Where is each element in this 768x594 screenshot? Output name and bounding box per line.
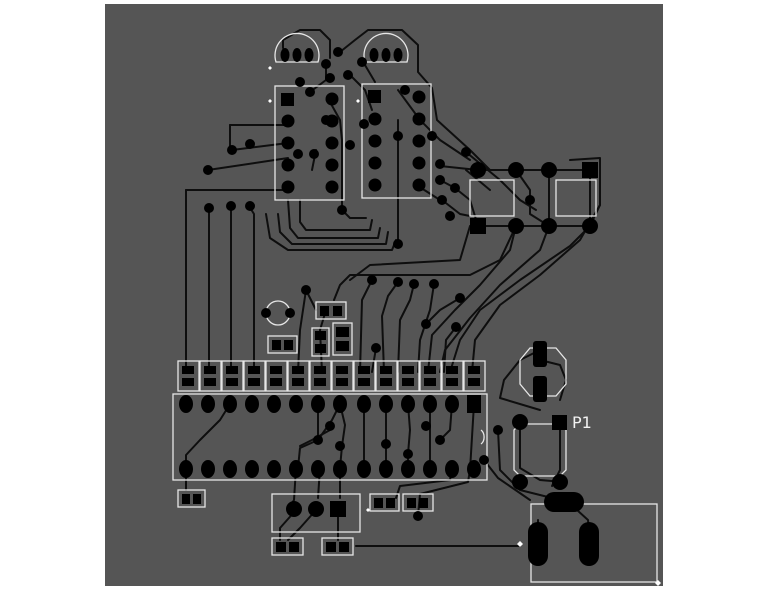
pads-and-vias	[179, 47, 599, 566]
silkscreen-outlines	[172, 32, 658, 583]
resistor-row	[177, 360, 486, 392]
p1-label: P1	[572, 413, 592, 432]
pcb-board	[105, 4, 663, 586]
pin1-markers	[268, 66, 661, 586]
